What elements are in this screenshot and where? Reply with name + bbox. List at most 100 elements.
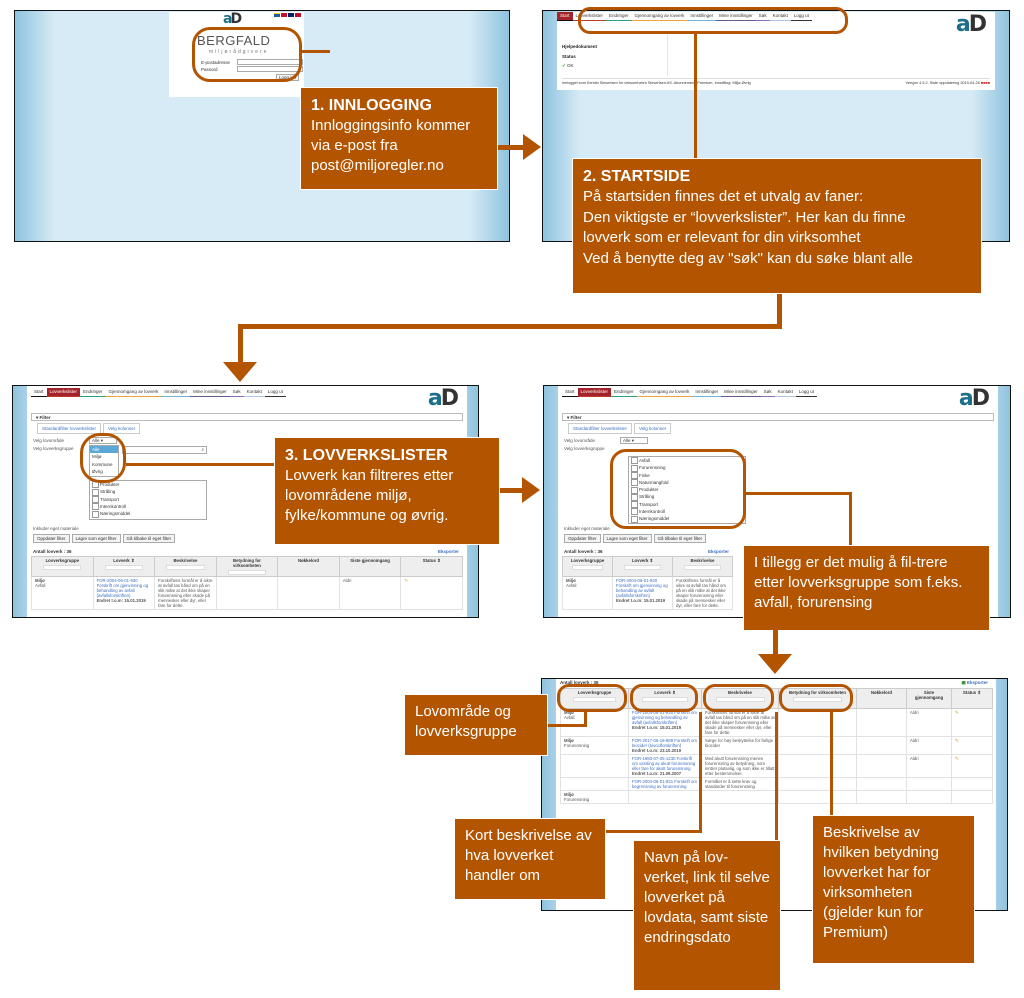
column-header[interactable]: Nøkkelord [856,688,907,709]
cell-status[interactable] [951,790,993,804]
edit-icon[interactable]: ✎ [955,738,959,743]
nav-tab-logg-ut[interactable]: Logg ut [790,12,812,21]
area-select[interactable]: Alle ▾ [620,437,648,444]
law-link[interactable]: FOR-2004-06-01-930 Forskrift om gjenvinn… [616,578,668,598]
nav-tab-lovverkslister[interactable]: Lovverkslister [577,388,612,397]
help-document-link[interactable]: Hjelpedokument [562,44,598,49]
group-checkbox[interactable]: Transport [629,501,745,508]
nav-tab-endringer[interactable]: Endringer [606,12,632,21]
edit-icon[interactable]: ✎ [955,756,959,761]
column-header[interactable]: Nøkkelord [277,556,340,577]
back-to-filter-button[interactable]: Gå tilbake til eget filter [122,534,176,543]
column-filter-input[interactable] [166,565,205,570]
nav-tab-kontakt[interactable]: Kontakt [769,12,791,21]
cell-status[interactable]: ✎ [400,576,463,610]
nav-tab-mine-innstillinger[interactable]: Mine innstillinger [190,388,230,397]
export-button[interactable]: ▣ Eksporter [961,680,988,686]
column-filter-input[interactable] [683,565,722,570]
group-checkbox[interactable]: Stråling [629,493,745,500]
column-header[interactable]: Siste gjennomgang [338,556,402,577]
column-filter-input[interactable] [572,565,603,570]
filter-toggle[interactable]: ▾ Filter [31,413,463,421]
law-link[interactable]: FOR-2004-06-01-930 Forskrift om gjenvinn… [632,710,697,725]
nav-tab-søk[interactable]: Søk [755,12,770,21]
group-search-input[interactable]: ⌕ [122,446,207,454]
nav-tab-kontakt[interactable]: Kontakt [774,388,796,397]
nav-tab-mine-innstillinger[interactable]: Mine innstillinger [716,12,756,21]
cell-status[interactable] [951,777,993,791]
column-filter-input[interactable] [641,697,689,702]
group-checkbox[interactable]: Fiske [629,472,745,479]
law-link[interactable]: FOR-2004-06-01-931 Forskrift om begrensn… [632,779,697,789]
column-header[interactable]: Status ⇕ [400,556,463,577]
nav-tab-gjennomgang-av-lovverk[interactable]: Gjennomgang av lovverk [631,12,688,21]
nav-tab-logg-ut[interactable]: Logg ut [264,388,286,397]
nav-tab-logg-ut[interactable]: Logg ut [795,388,817,397]
column-header[interactable]: Beskrivelse [701,688,779,709]
tab-standard-filter[interactable]: Standardfilter lovverkslister [37,423,102,434]
nav-tab-gjennomgang-av-lovverk[interactable]: Gjennomgang av lovverk [636,388,693,397]
update-filter-button[interactable]: Oppdater filter [33,534,70,543]
cell-status[interactable]: ✎ [951,708,993,737]
cell-status[interactable]: ✎ [951,754,993,778]
law-link[interactable]: FOR-2004-06-01-930 Forskrift om gjenvinn… [96,578,149,598]
nav-tab-innstillinger[interactable]: Innstillinger [687,12,717,21]
column-filter-input[interactable] [792,697,843,702]
nav-tab-lovverkslister[interactable]: Lovverkslister [46,388,81,397]
group-checkbox[interactable]: Forurensning [629,464,745,471]
nav-tab-start[interactable]: Start [557,12,573,21]
group-checkbox[interactable]: Naturmangfold [629,479,745,486]
column-filter-input[interactable] [573,697,616,702]
column-header[interactable]: Status ⇕ [951,688,993,709]
column-header[interactable]: Betydning for virksomheten [778,688,857,709]
update-filter-button[interactable]: Oppdater filter [564,534,601,543]
nav-tab-innstillinger[interactable]: Innstillinger [692,388,722,397]
nav-tab-søk[interactable]: Søk [229,388,244,397]
law-link[interactable]: FOR-1983-07-05-1230 Forskrift om varslin… [632,756,696,771]
search-icon[interactable]: ⌕ [201,447,204,452]
nav-tab-mine-innstillinger[interactable]: Mine innstillinger [721,388,761,397]
column-filter-input[interactable] [43,565,82,570]
column-header[interactable]: Siste gjennomgang [906,688,952,709]
edit-icon[interactable]: ✎ [955,710,959,715]
group-checkbox[interactable]: Stråling [90,488,206,495]
tab-columns[interactable]: Velg kolonner [634,423,672,434]
group-checkbox[interactable]: Internkontroll [90,503,206,510]
column-filter-input[interactable] [227,570,267,575]
column-header[interactable]: Beskrivelse [672,556,733,577]
nav-tab-endringer[interactable]: Endringer [611,388,637,397]
law-link[interactable]: FOR-2017-06-18-888 Forskrift om biocider… [632,738,697,748]
area-option[interactable]: Miljø [92,454,102,460]
save-filter-button[interactable]: Lagre som eget filter [602,534,652,543]
column-filter-input[interactable] [715,697,765,702]
nav-tab-start[interactable]: Start [562,388,578,397]
group-checkbox[interactable]: Næringsmiddel [90,510,206,517]
column-header[interactable]: Lovverk ⇕ [612,556,673,577]
password-input[interactable] [237,66,303,72]
flags-icon[interactable]: ■■■■ [980,81,990,85]
back-to-filter-button[interactable]: Gå tilbake til eget filter [653,534,707,543]
nav-tab-start[interactable]: Start [31,388,47,397]
nav-tab-kontakt[interactable]: Kontakt [243,388,265,397]
email-input[interactable] [237,59,303,65]
nav-tab-gjennomgang-av-lovverk[interactable]: Gjennomgang av lovverk [105,388,162,397]
column-header[interactable]: Betydning for virksomheten [215,556,279,577]
group-checkbox[interactable]: Internkontroll [629,508,745,515]
group-checkbox[interactable]: Transport [90,496,206,503]
tab-columns[interactable]: Velg kolonner [103,423,141,434]
column-header[interactable]: Beskrivelse [154,556,217,577]
nav-tab-endringer[interactable]: Endringer [80,388,106,397]
column-header[interactable]: Lovverksgruppe [562,556,613,577]
cell-status[interactable]: ✎ [951,736,993,755]
area-option[interactable]: Kommune [92,461,113,467]
column-filter-input[interactable] [623,565,662,570]
column-header[interactable]: Lovverksgruppe [31,556,94,577]
export-button[interactable]: Eksporter [437,549,459,554]
group-checkbox[interactable]: Næringsmiddel [629,515,745,522]
column-header[interactable]: Lovverk ⇕ [628,688,702,709]
nav-tab-innstillinger[interactable]: Innstillinger [161,388,191,397]
tab-standard-filter[interactable]: Standardfilter lovverkslister [568,423,633,434]
group-checkbox[interactable]: Produkter [629,486,745,493]
